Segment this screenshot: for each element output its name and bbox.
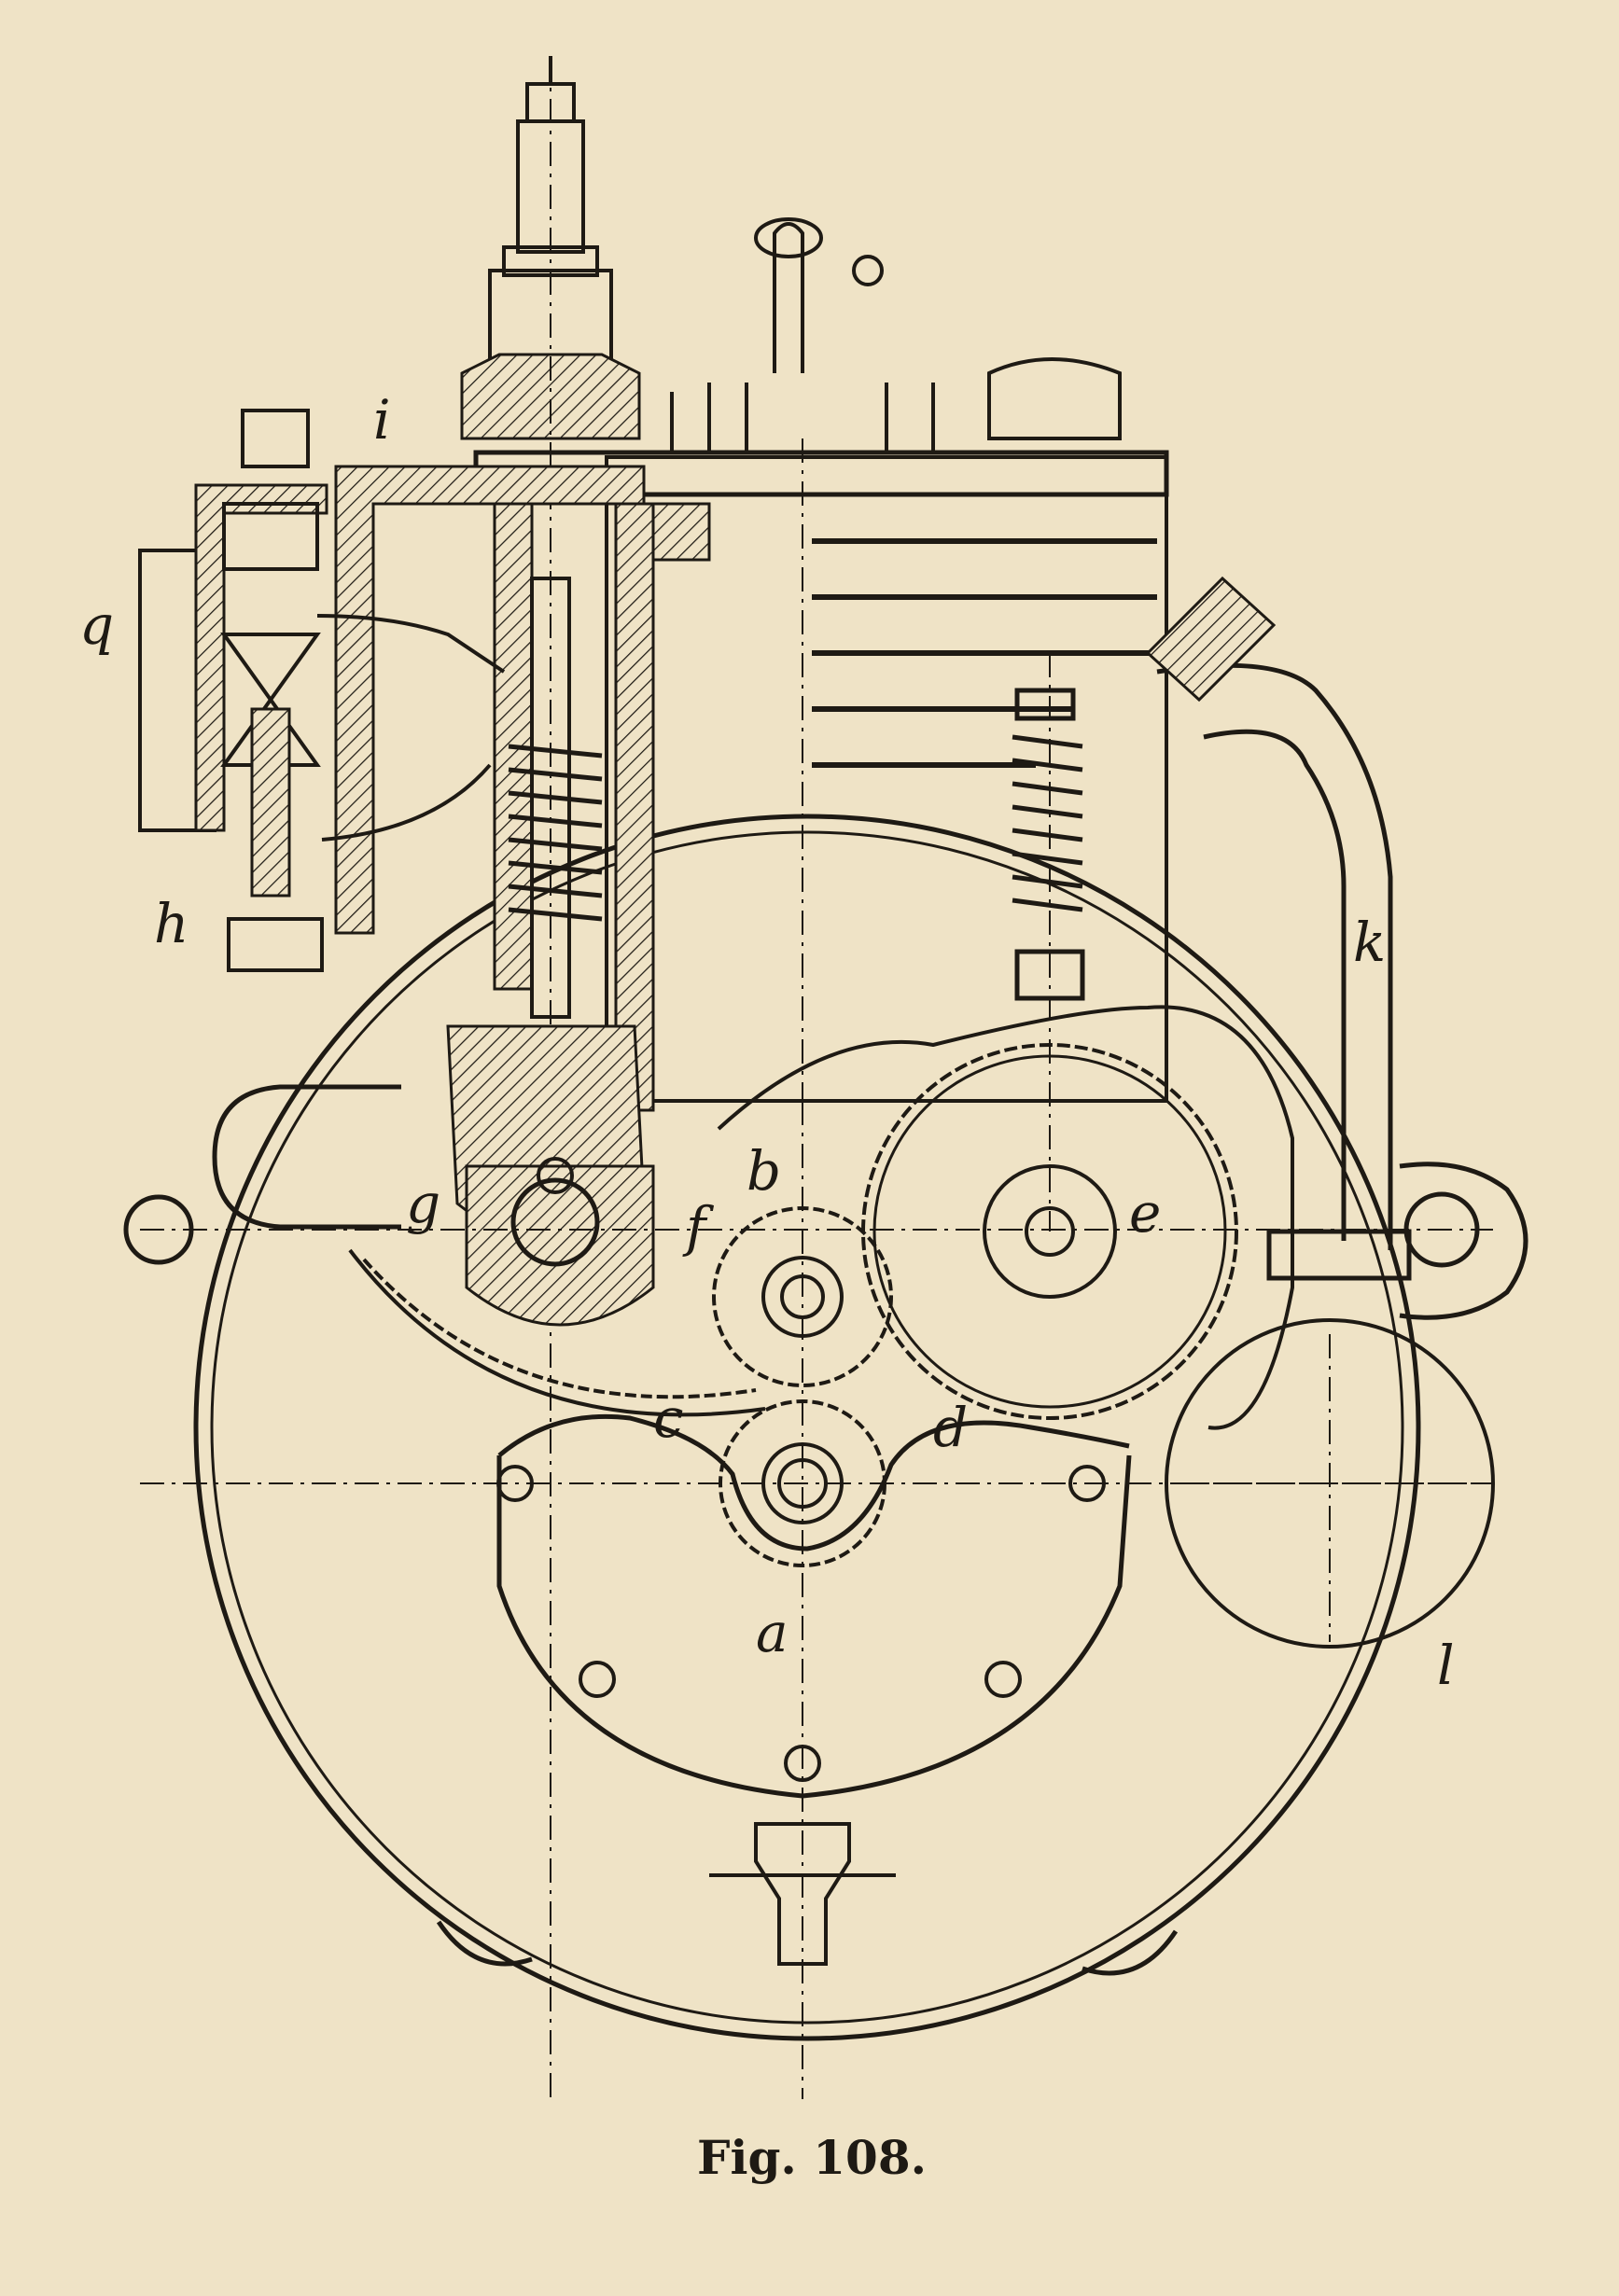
label-q: q [79,593,114,657]
label-h: h [154,892,188,955]
label-c: c [653,1386,683,1450]
exhaust-valve-spring [1012,653,1085,1231]
label-e: e [1129,1181,1161,1245]
carburettor [138,409,506,972]
crankcase [123,814,1528,2041]
cylinder-block [473,217,1169,1103]
label-i: i [373,388,391,452]
crankcase-bolts [496,1465,1106,1966]
gear-train [140,1005,1493,2099]
label-g: g [406,1172,440,1235]
label-l: l [1437,1634,1455,1697]
label-k: k [1353,911,1386,974]
label-b: b [747,1139,781,1203]
label-a: a [756,1601,789,1664]
label-f: f [682,1195,715,1259]
oil-strainer [1165,1318,1495,1649]
label-d: d [933,1396,968,1459]
valve-chamber-section [334,465,711,1243]
exhaust-pipe [1145,576,1412,1281]
figure-caption: Fig. 108. [697,2130,927,2185]
timing-cover [496,1413,1132,1799]
